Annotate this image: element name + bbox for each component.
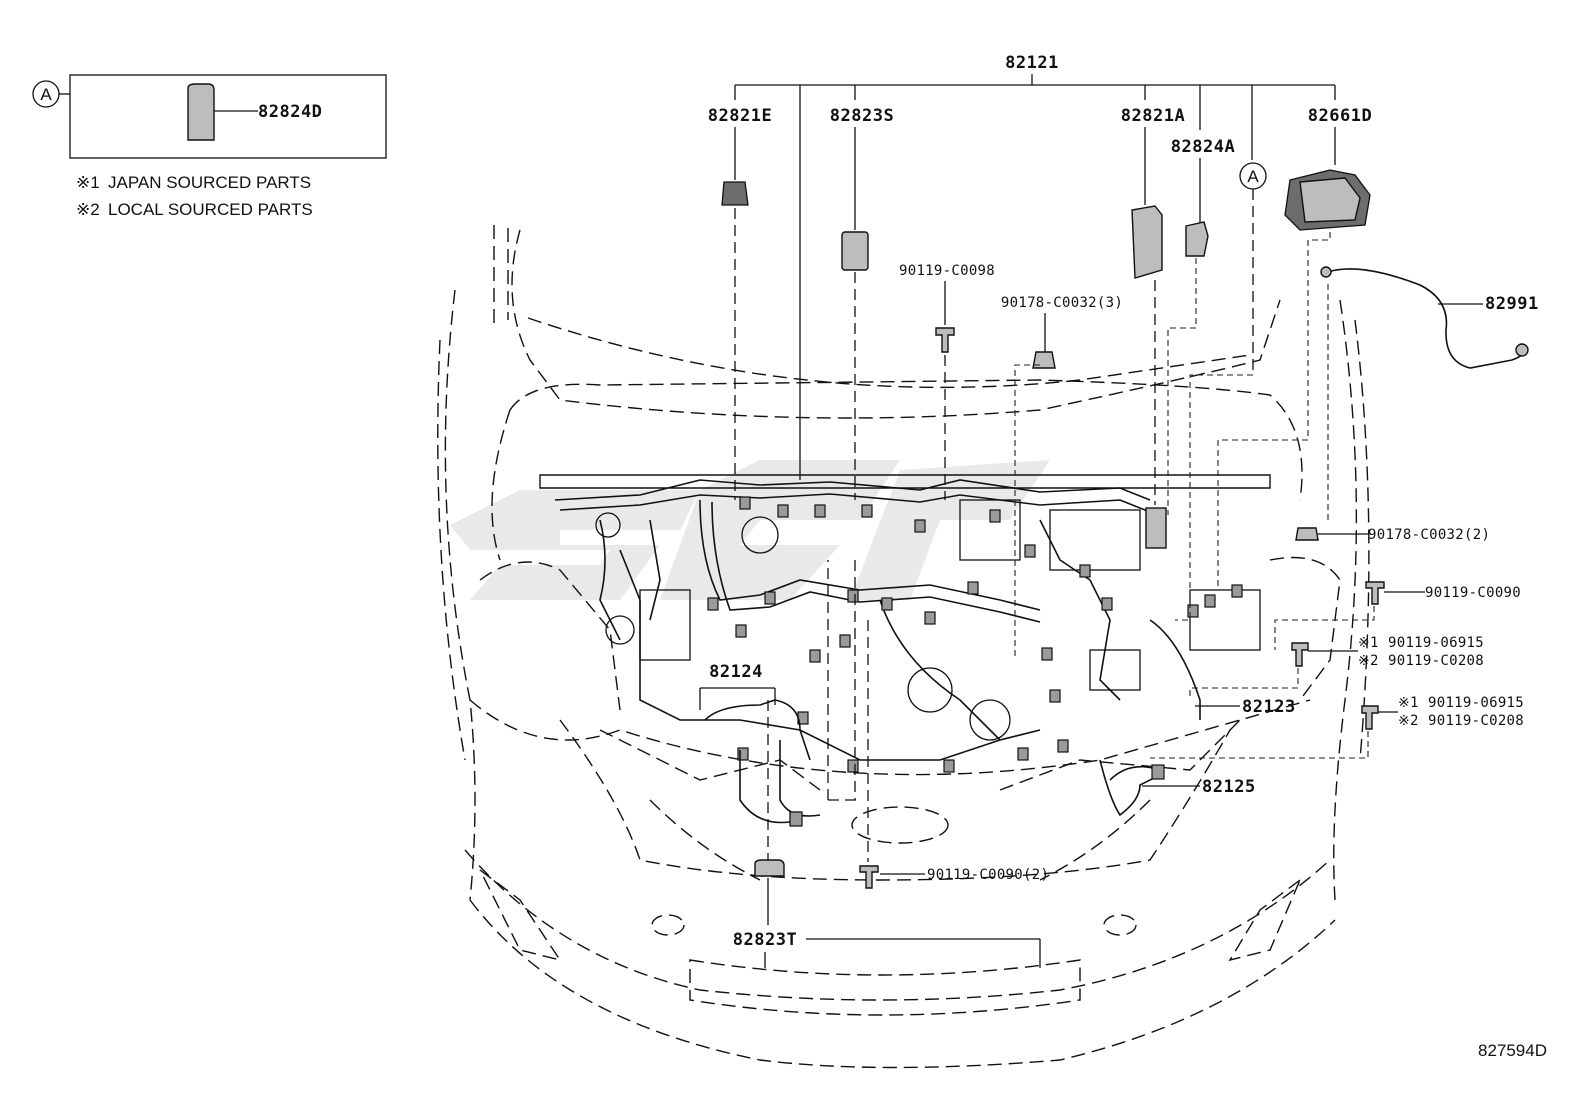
relay-82821e-icon <box>721 181 749 206</box>
callout-82121: 82121 <box>734 53 1336 480</box>
alt-2-mark-1: ※1 <box>1398 695 1419 711</box>
label-82823t: 82823T <box>733 930 797 950</box>
fuse-block-82821a-installed <box>1145 507 1167 549</box>
label-82824a: 82824A <box>1171 137 1235 157</box>
legend-box <box>69 74 387 159</box>
callout-82123: 82123 <box>1195 697 1296 717</box>
callout-a-letter: A <box>1247 167 1259 186</box>
callout-82124: 82124 <box>699 662 811 827</box>
bolt-90119-c0090-icon <box>1365 581 1385 605</box>
nut-90178-c0032-2-icon <box>1295 527 1319 541</box>
legend-callout-letter: A <box>40 85 52 104</box>
legend-note-2-mark: ※2 <box>76 200 100 219</box>
callout-alt-fastener-1: ※1 90119-06915 ※2 90119-C0208 <box>1189 635 1484 700</box>
bolt-alt-2-icon <box>1361 705 1379 730</box>
label-82991: 82991 <box>1485 294 1539 314</box>
label-90119-c0098: 90119-C0098 <box>899 263 995 279</box>
alt-1-part-b: 90119-C0208 <box>1388 653 1484 669</box>
callout-90178-c0032-3: 90178-C0032(3) <box>1001 295 1123 660</box>
label-82124: 82124 <box>709 662 763 682</box>
alt-1-mark-1: ※1 <box>1358 635 1379 651</box>
alt-1-mark-2: ※2 <box>1358 653 1379 669</box>
label-82821a: 82821A <box>1121 106 1185 126</box>
label-90178-c0032-2: 90178-C0032(2) <box>1368 527 1490 543</box>
callout-82823s: 82823S <box>827 106 894 801</box>
callout-82821a: 82821A <box>1121 106 1185 505</box>
label-82125: 82125 <box>1202 777 1256 797</box>
clamp-82824a-icon <box>1185 221 1209 257</box>
bolt-90119-c0090-2-icon <box>859 865 879 889</box>
label-82661d: 82661D <box>1308 106 1372 126</box>
bolt-alt-1-icon <box>1291 642 1309 667</box>
callout-82821e: 82821E <box>708 106 772 500</box>
callout-alt-fastener-2: ※1 90119-06915 ※2 90119-C0208 <box>1150 695 1524 759</box>
protector-82823s-icon <box>841 231 869 271</box>
callout-82991: 82991 <box>1320 266 1539 520</box>
label-82121: 82121 <box>1005 53 1059 73</box>
label-82821e: 82821E <box>708 106 772 126</box>
alt-2-part-a: 90119-06915 <box>1428 695 1524 711</box>
bolt-90119-c0098-icon <box>935 327 955 353</box>
alt-1-part-a: 90119-06915 <box>1388 635 1484 651</box>
legend-note-1-mark: ※1 <box>76 173 100 192</box>
callout-a-marker: A <box>1175 162 1267 621</box>
legend-part-82824d: 82824D <box>258 102 322 122</box>
callout-82824a: 82824A <box>1167 137 1235 515</box>
callout-90119-c0098: 90119-C0098 <box>899 263 995 500</box>
diagram-id: 827594D <box>1478 1041 1547 1060</box>
fuse-block-82821a-icon <box>1131 205 1163 279</box>
legend: A 82824D ※1 JAPAN SOURCED PARTS ※2 LOCAL… <box>32 74 387 219</box>
label-90119-c0090: 90119-C0090 <box>1425 585 1521 601</box>
clamp-82824d-icon <box>187 83 215 141</box>
legend-note-1-text: JAPAN SOURCED PARTS <box>108 173 311 192</box>
label-82123: 82123 <box>1242 697 1296 717</box>
alt-2-mark-2: ※2 <box>1398 713 1419 729</box>
protector-82823t-icon <box>754 859 785 877</box>
callout-90178-c0032-2: 90178-C0032(2) <box>1295 527 1490 543</box>
callout-90119-c0090-2: 90119-C0090(2) <box>859 620 1049 889</box>
callout-82125: 82125 <box>1099 759 1256 817</box>
legend-note-2-text: LOCAL SOURCED PARTS <box>108 200 313 219</box>
nut-90178-c0032-icon <box>1032 351 1056 369</box>
label-90178-c0032-3: 90178-C0032(3) <box>1001 295 1123 311</box>
battery-cable-82991-icon <box>1327 268 1526 369</box>
callout-82661d: 82661D <box>1217 106 1372 590</box>
alt-2-part-b: 90119-C0208 <box>1428 713 1524 729</box>
engine-bay-harness <box>554 479 1261 825</box>
label-90119-c0090-2: 90119-C0090(2) <box>927 867 1049 883</box>
callout-82823t: 82823T <box>733 700 1041 968</box>
callout-90119-c0090: 90119-C0090 <box>1274 581 1521 650</box>
vehicle-body-outline <box>437 225 1370 1069</box>
label-82823s: 82823S <box>830 106 894 126</box>
